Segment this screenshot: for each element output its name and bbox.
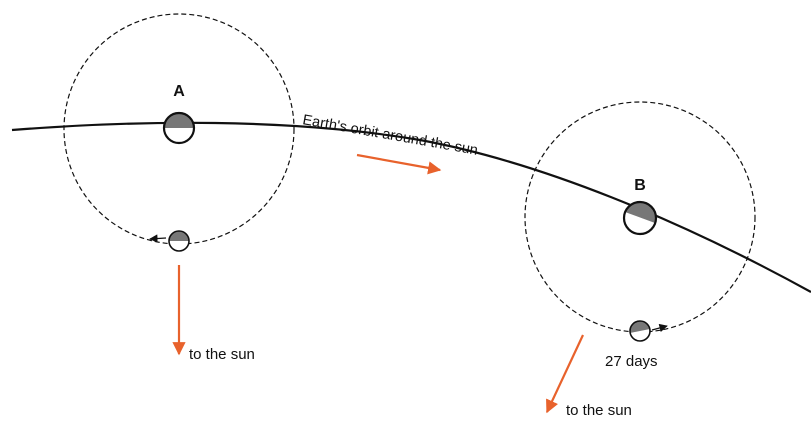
earth-b [624, 202, 656, 234]
label-sun-direction-b: to the sun [566, 402, 632, 419]
label-period: 27 days [605, 353, 658, 370]
label-sun-direction-a: to the sun [189, 346, 255, 363]
label-point-a: A [173, 83, 185, 100]
moon-a [169, 231, 189, 251]
motion-arrow [357, 155, 440, 170]
earth-a [164, 113, 194, 143]
earth-orbit-path [12, 123, 811, 292]
label-earth-orbit: Earth's orbit around the sun [301, 112, 479, 159]
moon-orbit-a-arrow [150, 238, 166, 239]
label-point-b: B [634, 177, 646, 194]
moon-b [630, 321, 650, 341]
sun-direction-arrow-b [547, 335, 583, 412]
